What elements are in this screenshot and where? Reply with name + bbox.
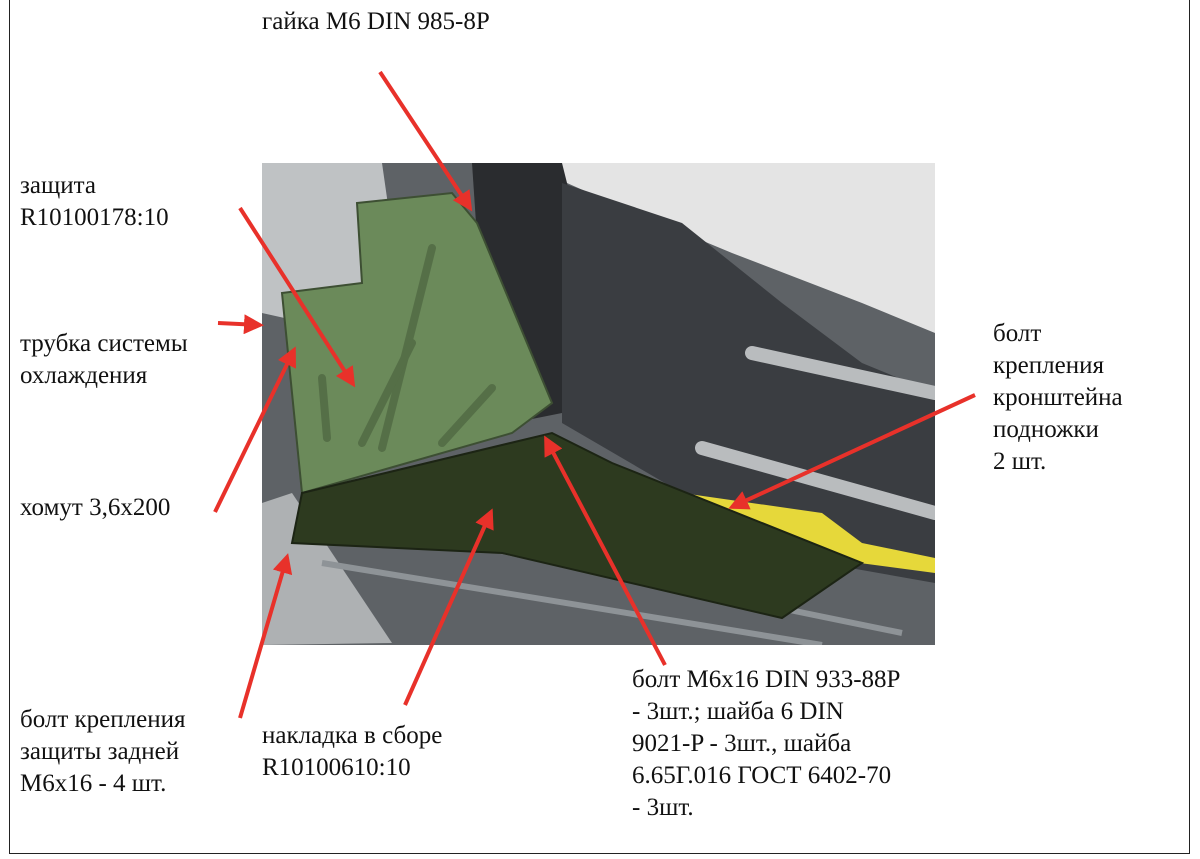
label-footrest-bolt: болт крепления кронштейна подножки 2 шт. xyxy=(993,320,1123,475)
label-nut: гайка M6 DIN 985-8P xyxy=(262,8,490,35)
label-guard: защита R10100178:10 xyxy=(20,172,169,231)
label-cover-assembly: накладка в сборе R10100610:10 xyxy=(262,722,443,781)
label-cooling-tube: трубка системы охлаждения xyxy=(20,330,188,389)
page-frame xyxy=(9,0,1190,854)
label-clamp: хомут 3,6x200 xyxy=(20,494,171,521)
label-bolt-set: болт M6x16 DIN 933-88P - 3шт.; шайба 6 D… xyxy=(632,666,901,821)
cad-render-image xyxy=(262,163,935,645)
label-rear-guard-bolt: болт крепления защиты задней M6x16 - 4 ш… xyxy=(20,706,186,797)
